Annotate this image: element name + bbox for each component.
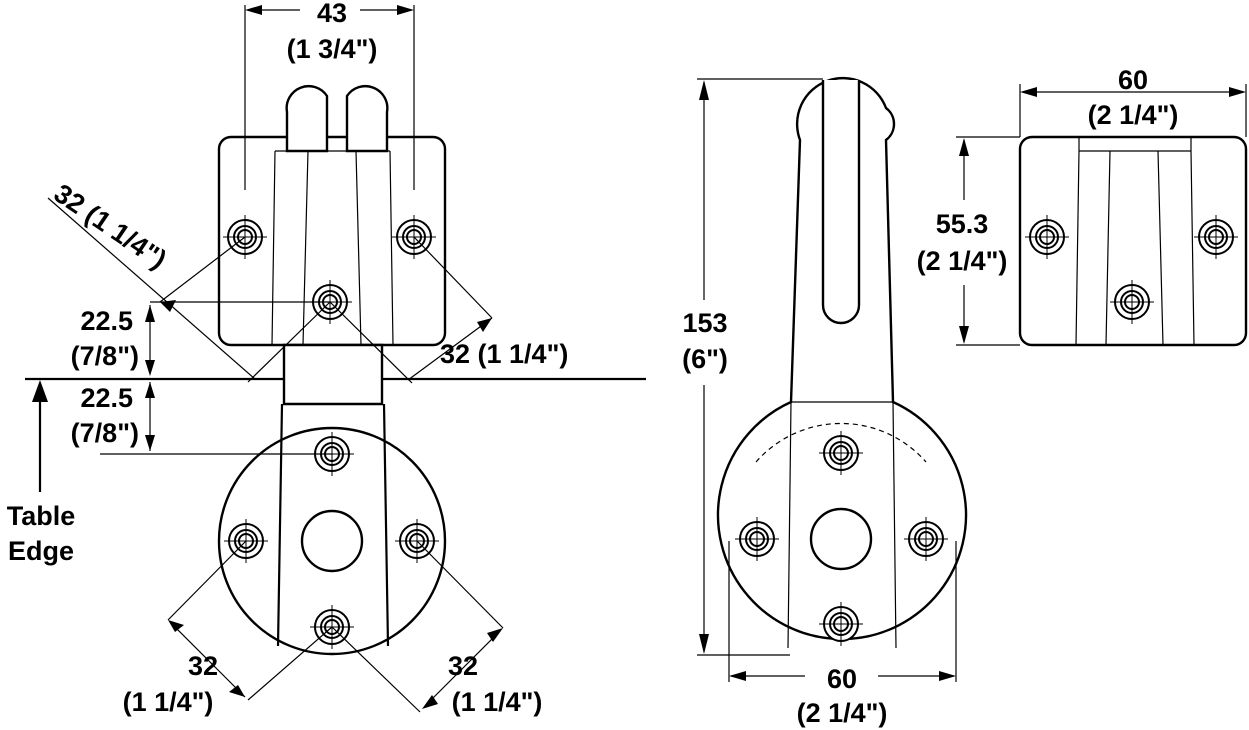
dim-base-width-in: (2 1/4") (797, 698, 888, 728)
side-slot (821, 80, 861, 325)
dim-bottom-right-mm: 32 (448, 651, 478, 681)
dim-plate-width-in: (2 1/4") (1088, 100, 1179, 130)
neck (282, 343, 384, 406)
dim-plate-width-mm: 60 (1118, 65, 1148, 95)
plate-view (956, 84, 1248, 347)
dim-diag-right: 32 (1 1/4") (440, 339, 568, 369)
dim-height-mm: 153 (682, 308, 727, 338)
dim-bottom-left-in: (1 1/4") (123, 687, 214, 717)
dim-top-width-mm: 43 (317, 0, 347, 28)
dim-base-width-mm: 60 (827, 664, 857, 694)
dim-height-in: (6") (682, 344, 728, 374)
dim-bottom-left-mm: 32 (188, 651, 218, 681)
front-view (25, 5, 646, 713)
dim-plate-height-mm: 55.3 (936, 209, 989, 239)
dim-top-width-in: (1 3/4") (287, 34, 378, 64)
hook-left (285, 84, 329, 153)
dim-lower-offset-mm: 22.5 (80, 383, 133, 413)
dim-bottom-right-in: (1 1/4") (452, 687, 543, 717)
hook-right (345, 84, 389, 153)
dim-upper-offset-mm: 22.5 (80, 306, 133, 336)
side-view (697, 76, 968, 682)
table-edge-label-line1: Table (7, 501, 76, 531)
dim-upper-offset-in: (7/8") (71, 341, 139, 371)
arrow-up-icon (32, 380, 48, 402)
center-bore (300, 509, 364, 573)
dim-diag-top-left: 32 (1 1/4") (49, 178, 172, 275)
dim-lower-offset-in: (7/8") (71, 418, 139, 448)
dim-plate-height-in: (2 1/4") (917, 246, 1008, 276)
table-edge-label-line2: Edge (8, 536, 74, 566)
